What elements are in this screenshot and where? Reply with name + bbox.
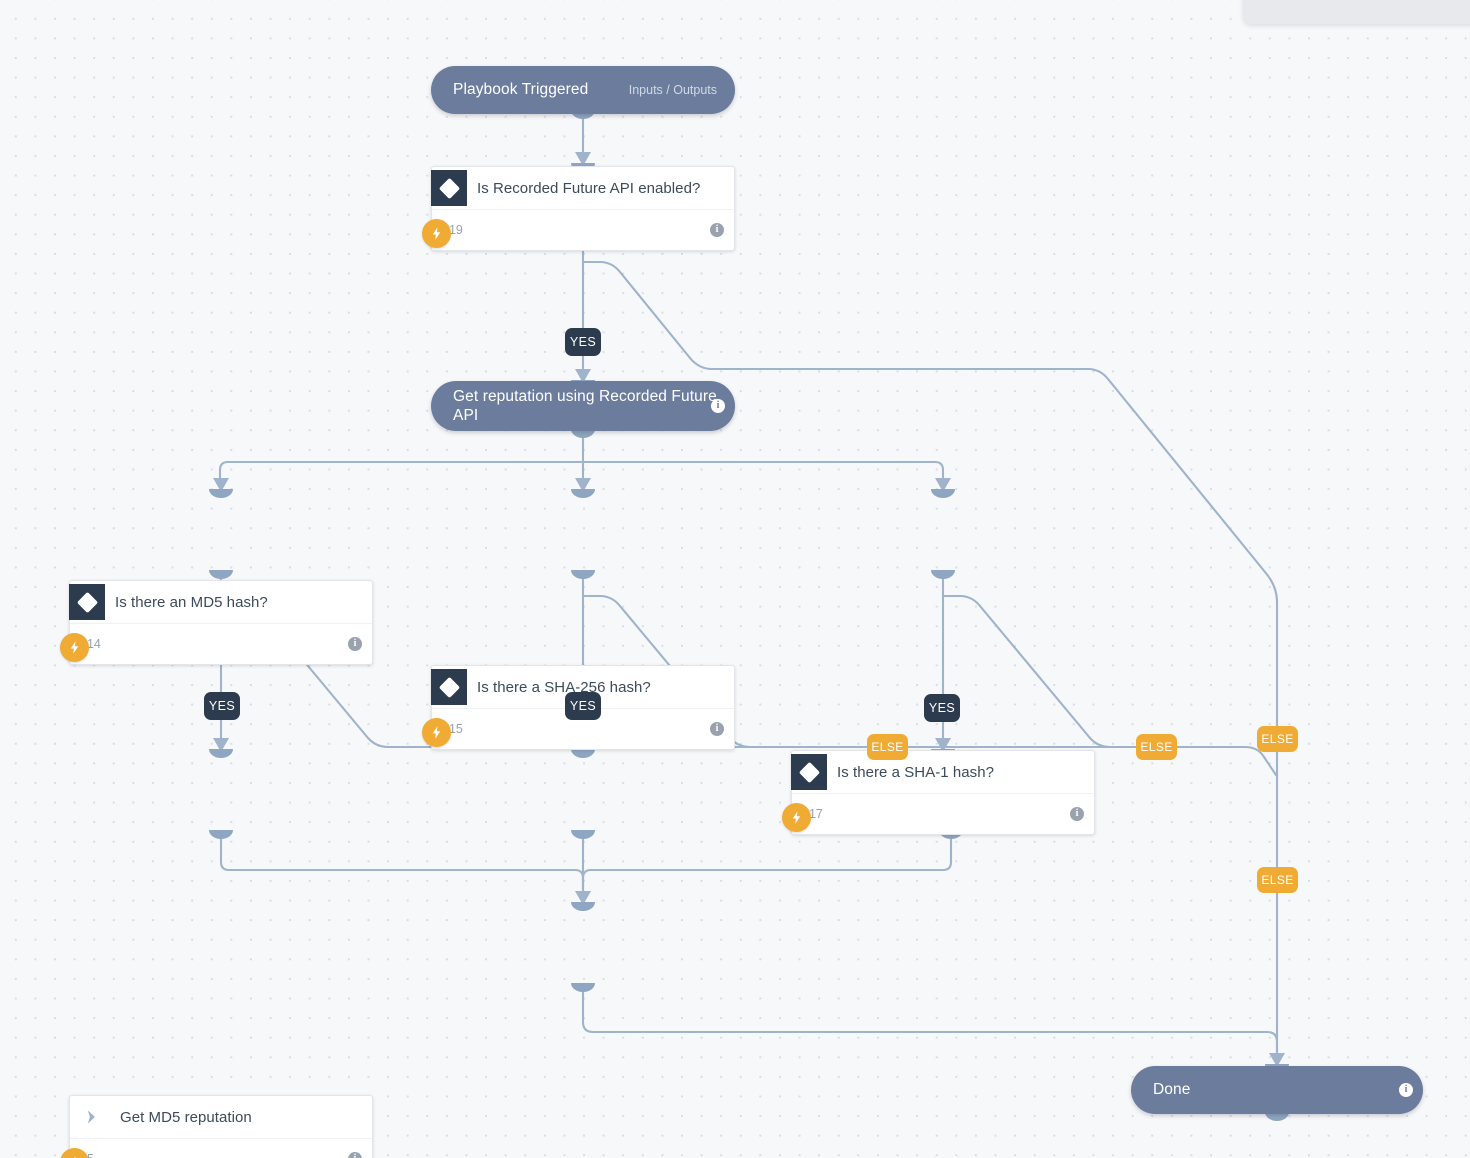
node-title: Get reputation using Recorded Future API xyxy=(453,387,717,424)
branch-label-yes-api: YES xyxy=(565,328,601,356)
card-header: Is there an MD5 hash? xyxy=(69,581,372,623)
info-icon[interactable]: i xyxy=(348,1152,362,1158)
top-right-panel[interactable] xyxy=(1243,0,1470,24)
node-title: Done xyxy=(1153,1081,1191,1099)
card-header: Is there a SHA-1 hash? xyxy=(791,751,1094,793)
branch-label-text: ELSE xyxy=(1261,873,1294,887)
card-footer: #14 i xyxy=(60,623,372,664)
branch-label-else-mid-right: ELSE xyxy=(1136,734,1177,760)
inputs-outputs-label: Inputs / Outputs xyxy=(628,83,717,97)
info-icon[interactable]: i xyxy=(1399,1083,1413,1097)
branch-label-text: ELSE xyxy=(1140,740,1173,754)
card-header: Is Recorded Future API enabled? xyxy=(431,167,734,209)
condition-diamond-icon xyxy=(791,754,827,790)
node-title: Is there an MD5 hash? xyxy=(115,593,268,611)
automation-bolt-icon xyxy=(60,1148,89,1158)
node-title: Is Recorded Future API enabled? xyxy=(477,179,701,197)
automation-bolt-icon xyxy=(782,803,811,832)
condition-diamond-icon xyxy=(431,669,467,705)
node-title: Playbook Triggered xyxy=(453,81,589,99)
node-condition-md5[interactable]: Is there an MD5 hash? #14 i xyxy=(60,580,373,665)
card-header: Get MD5 reputation xyxy=(70,1096,372,1138)
branch-label-else-far-right-top: ELSE xyxy=(1257,726,1298,752)
branch-label-text: ELSE xyxy=(871,740,904,754)
info-icon[interactable]: i xyxy=(1070,807,1084,821)
info-icon[interactable]: i xyxy=(348,637,362,651)
info-icon[interactable]: i xyxy=(711,399,725,413)
branch-label-else-sha1: ELSE xyxy=(867,734,908,760)
action-chevron-icon xyxy=(74,1099,110,1135)
branch-label-text: YES xyxy=(569,699,597,713)
automation-bolt-icon xyxy=(422,219,451,248)
edge-arrowheads xyxy=(213,152,1285,1067)
info-icon[interactable]: i xyxy=(710,722,724,736)
info-icon[interactable]: i xyxy=(710,223,724,237)
node-title: Is there a SHA-1 hash? xyxy=(837,763,995,781)
node-action-get-md5-reputation[interactable]: Get MD5 reputation #5 i xyxy=(60,1095,373,1158)
branch-label-yes-sha1: YES xyxy=(924,694,960,722)
condition-diamond-icon xyxy=(69,584,105,620)
branch-label-text: YES xyxy=(569,335,597,349)
branch-label-yes-sha256: YES xyxy=(565,692,601,720)
branch-label-text: ELSE xyxy=(1261,732,1294,746)
automation-bolt-icon xyxy=(60,633,89,662)
branch-label-else-far-right-bottom: ELSE xyxy=(1257,867,1298,893)
card-footer: #17 i xyxy=(782,793,1094,834)
branch-label-text: YES xyxy=(208,699,236,713)
node-playbook-triggered[interactable]: Playbook Triggered Inputs / Outputs xyxy=(431,66,735,114)
node-subplaybook-get-reputation[interactable]: Get reputation using Recorded Future API… xyxy=(431,381,735,431)
node-title: Get MD5 reputation xyxy=(120,1108,252,1126)
node-condition-sha1[interactable]: Is there a SHA-1 hash? #17 i xyxy=(782,750,1095,835)
branch-label-text: YES xyxy=(928,701,956,715)
node-done[interactable]: Done i xyxy=(1131,1066,1423,1114)
node-title: Is there a SHA-256 hash? xyxy=(477,678,651,696)
node-condition-api-enabled[interactable]: Is Recorded Future API enabled? #19 i xyxy=(422,166,735,251)
card-footer: #5 i xyxy=(60,1138,372,1158)
condition-diamond-icon xyxy=(431,170,467,206)
card-footer: #19 i xyxy=(422,209,734,250)
automation-bolt-icon xyxy=(422,718,451,747)
branch-label-yes-md5: YES xyxy=(204,692,240,720)
